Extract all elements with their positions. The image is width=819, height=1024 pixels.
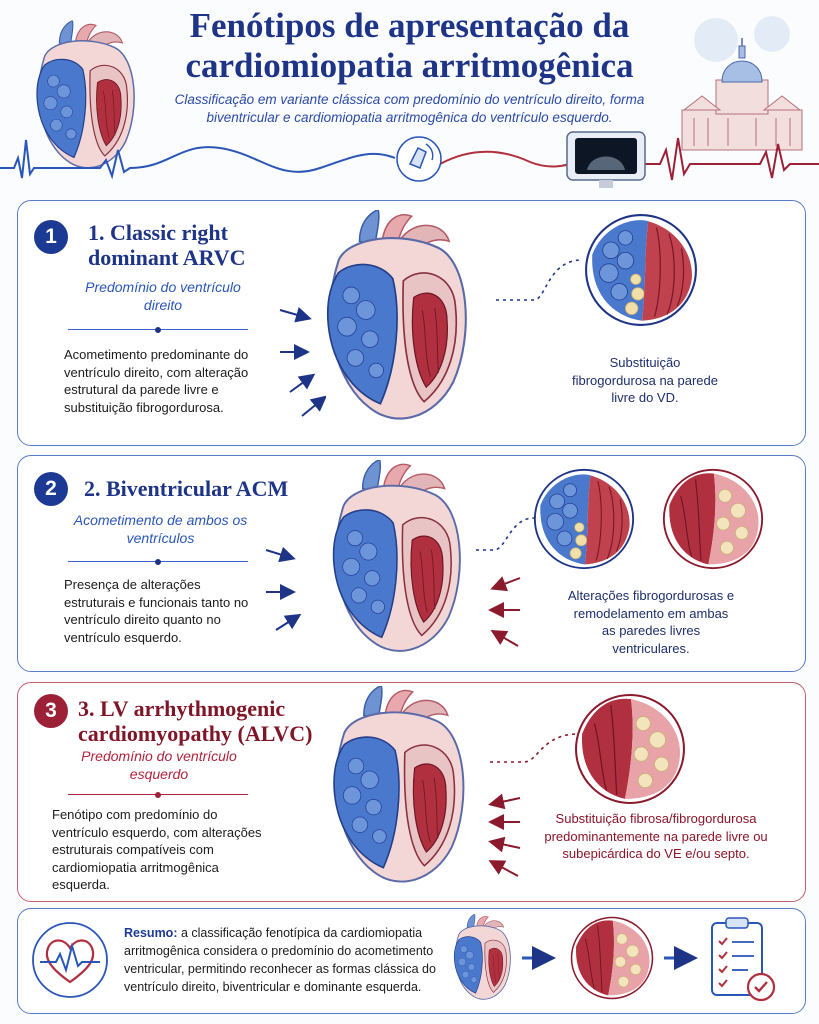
tissue-detail-lv-3 [575, 694, 685, 804]
phenotype-caption-1: Substituição fibrogordurosa na parede li… [572, 355, 718, 405]
arrow-markers-rv-2 [265, 546, 302, 631]
divider-2 [68, 558, 248, 565]
tissue-detail-rv-2 [533, 468, 635, 570]
phenotype-caption-3: Substituição fibrosa/fibrogordurosa pred… [544, 811, 768, 861]
cathedral-icon [681, 16, 803, 151]
arrow-right-icon [522, 946, 556, 970]
ultrasound-probe-icon [396, 136, 442, 182]
tissue-summary-icon [570, 916, 654, 1000]
phenotype-title-3: 3. LV arrhythmogenic cardiomyopathy (ALV… [78, 696, 313, 746]
dotted-connector-3 [490, 733, 579, 763]
arrow-markers-rv-1 [279, 307, 326, 417]
arrow-markers-lv-2 [488, 576, 521, 647]
phenotype-description-1: Acometimento predominante do ventrículo … [64, 347, 249, 415]
phenotype-number-3: 3 [34, 694, 68, 728]
heart-biventricular-icon [332, 460, 461, 652]
phenotype-number-1: 1 [34, 220, 68, 254]
arrow-right-icon [664, 946, 698, 970]
heart-summary-icon [453, 914, 511, 1000]
phenotype-description-3: Fenótipo com predomínio do ventrículo es… [52, 807, 262, 892]
divider-1 [68, 326, 248, 333]
heartbeat-icon [32, 922, 108, 998]
ultrasound-monitor-icon [566, 131, 646, 188]
phenotype-subtitle-3: Predomínio do ventrículo esquerdo [81, 748, 237, 782]
page-title-line2: cardiomiopatia arritmogênica [185, 46, 634, 85]
page-title-line1: Fenótipos de apresentação da [189, 6, 630, 45]
tissue-detail-rv-1 [585, 214, 697, 326]
heart-rv-dominant-icon [326, 210, 467, 420]
phenotype-title-2: 2. Biventricular ACM [84, 476, 289, 501]
tissue-detail-lv-2 [662, 468, 764, 570]
arrow-markers-lv-3 [488, 793, 521, 877]
dotted-connector-1 [496, 259, 583, 301]
phenotype-description-2: Presença de alterações estruturais e fun… [64, 577, 249, 645]
checklist-icon [711, 917, 776, 1002]
phenotype-subtitle-2: Acometimento de ambos os ventrículos [73, 512, 248, 546]
summary-text: Resumo: a classificação fenotípica da ca… [124, 924, 436, 996]
page-subtitle: Classificação em variante clássica com p… [174, 92, 645, 125]
phenotype-caption-2: Alterações fibrogordurosas e remodelamen… [567, 588, 735, 656]
phenotype-subtitle-1: Predomínio do ventrículo direito [85, 279, 241, 313]
divider-3 [68, 791, 248, 798]
phenotype-number-2: 2 [34, 472, 68, 506]
heart-lv-dominant-icon [333, 686, 465, 883]
dotted-connector-2 [476, 517, 535, 551]
summary-body: a classificação fenotípica da cardiomiop… [124, 926, 436, 994]
phenotype-title-1: 1. Classic right dominant ARVC [88, 220, 246, 270]
page-title: Fenótipos de apresentação da cardiomiopa… [0, 6, 819, 86]
summary-label: Resumo: [124, 926, 178, 940]
